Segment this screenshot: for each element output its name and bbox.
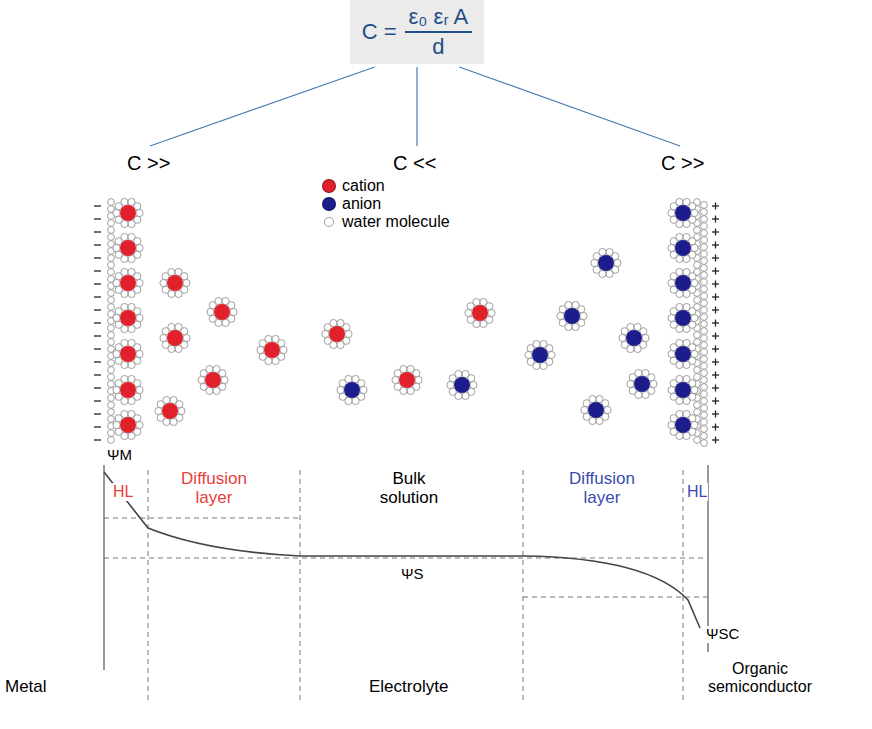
leader-lines [150,67,680,146]
capacitance-label: C << [392,152,437,174]
hydrated-ion [668,375,698,404]
hydrated-ion [113,233,143,262]
hydrated-ion [447,370,477,399]
leader-line [150,67,375,146]
formula-text: C = [362,19,397,45]
material-label: Organic semiconductor [700,660,820,695]
legend-row: water molecule [322,213,450,231]
layer-label: HL [686,483,708,501]
legend-swatch [322,197,336,211]
hydrated-ion [160,323,190,352]
capacitance-label: C >> [126,152,171,174]
legend-text: anion [342,195,381,213]
dashed-guides [104,470,708,700]
hydrated-ion [392,365,422,394]
hydrated-ion [160,268,190,297]
material-label: Metal [4,678,48,697]
hydrated-ions [94,198,719,446]
leader-line [459,67,680,146]
hydrated-ion [113,375,143,404]
capacitance-label: C >> [660,152,705,174]
hydrated-ion [337,375,367,404]
hydrated-ion [557,301,587,330]
region-label: Bulk solution [368,470,450,507]
hydrated-ion [668,233,698,262]
formula-denominator: d [432,33,444,60]
hydrated-ion [198,365,228,394]
hydrated-ion [155,396,185,425]
hydrated-ion [668,303,698,332]
hydrated-ion [619,323,649,352]
potential-profile [104,465,708,700]
metal-boundary [103,465,104,670]
legend-text: cation [342,177,385,195]
hydrated-ion [668,198,698,227]
legend: cationanionwater molecule [322,177,450,231]
potential-label: ΨM [106,447,133,464]
leader-line [416,67,417,146]
legend-swatch [324,217,334,227]
layer-label: Diffusion layer [168,470,260,507]
hydrated-ion [113,410,143,439]
legend-row: cation [322,177,450,195]
water-layer [108,199,115,444]
hydrated-ion [591,248,621,277]
legend-text: water molecule [342,213,450,231]
hydrated-ion [113,339,143,368]
potential-label: ΨSC [705,626,740,643]
layer-label: HL [112,483,134,501]
layer-label: Diffusion layer [556,470,648,507]
material-label: Electrolyte [368,678,449,697]
fraction: ε₀ εᵣ Ad [405,4,473,60]
hydrated-ion [322,319,352,348]
hydrated-ion [113,268,143,297]
hydrated-ion [668,339,698,368]
hydrated-ion [525,340,555,369]
hydrated-ion [627,369,657,398]
hydrated-ion [257,335,287,364]
legend-row: anion [322,195,450,213]
legend-swatch [322,179,336,193]
formula-box: C = ε₀ εᵣ Ad [350,0,485,64]
hydrated-ion [465,298,495,327]
formula-numerator: ε₀ εᵣ A [405,4,473,33]
potential-label: ΨS [400,566,425,583]
hydrated-ion [113,303,143,332]
hydrated-ion [668,268,698,297]
hydrated-ion [207,297,237,326]
hydrated-ion [113,198,143,227]
electrode-charges [94,203,719,444]
hydrated-ion [581,395,611,424]
hydrated-ion [668,410,698,439]
